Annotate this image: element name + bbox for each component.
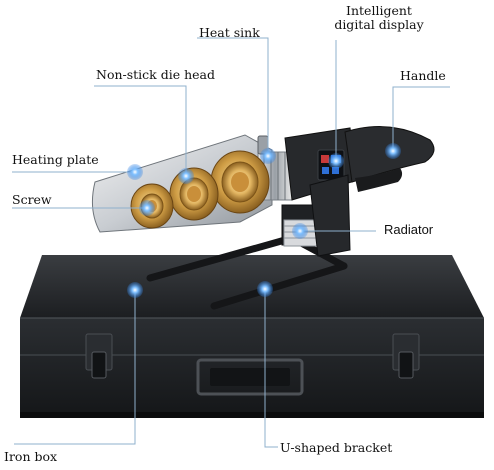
callout-dot-heating-plate [127, 164, 143, 180]
callout-dot-display [328, 153, 344, 169]
label-handle: Handle [400, 68, 446, 83]
callout-dot-radiator [292, 223, 308, 239]
label-die-head: Non-stick die head [96, 67, 215, 82]
box-latch-right [392, 333, 420, 379]
callout-dot-screw [139, 200, 155, 216]
callout-dot-heat-sink [260, 148, 276, 164]
box-carry-handle [196, 358, 304, 396]
die-head-large [210, 150, 270, 214]
label-digital-display: Intelligent digital display [324, 4, 434, 32]
label-radiator: Radiator [384, 222, 434, 237]
box-latch-left [85, 333, 113, 379]
label-screw: Screw [12, 192, 52, 207]
callout-dot-iron-box [127, 282, 143, 298]
callout-dot-die-head [178, 168, 194, 184]
label-u-shaped-bracket: U-shaped bracket [280, 440, 393, 455]
callout-dots [127, 143, 401, 298]
iron-box-illustration [20, 255, 484, 418]
label-digital-display-line2: digital display [334, 17, 424, 32]
label-iron-box: Iron box [4, 449, 58, 464]
label-heating-plate: Heating plate [12, 152, 99, 167]
die-head-medium [169, 167, 219, 221]
callout-dot-handle [385, 143, 401, 159]
leader-lines [12, 37, 450, 448]
label-digital-display-line1: Intelligent [346, 3, 412, 18]
callout-dot-bracket [257, 281, 273, 297]
welder-illustration [91, 126, 435, 257]
label-heat-sink: Heat sink [199, 25, 260, 40]
